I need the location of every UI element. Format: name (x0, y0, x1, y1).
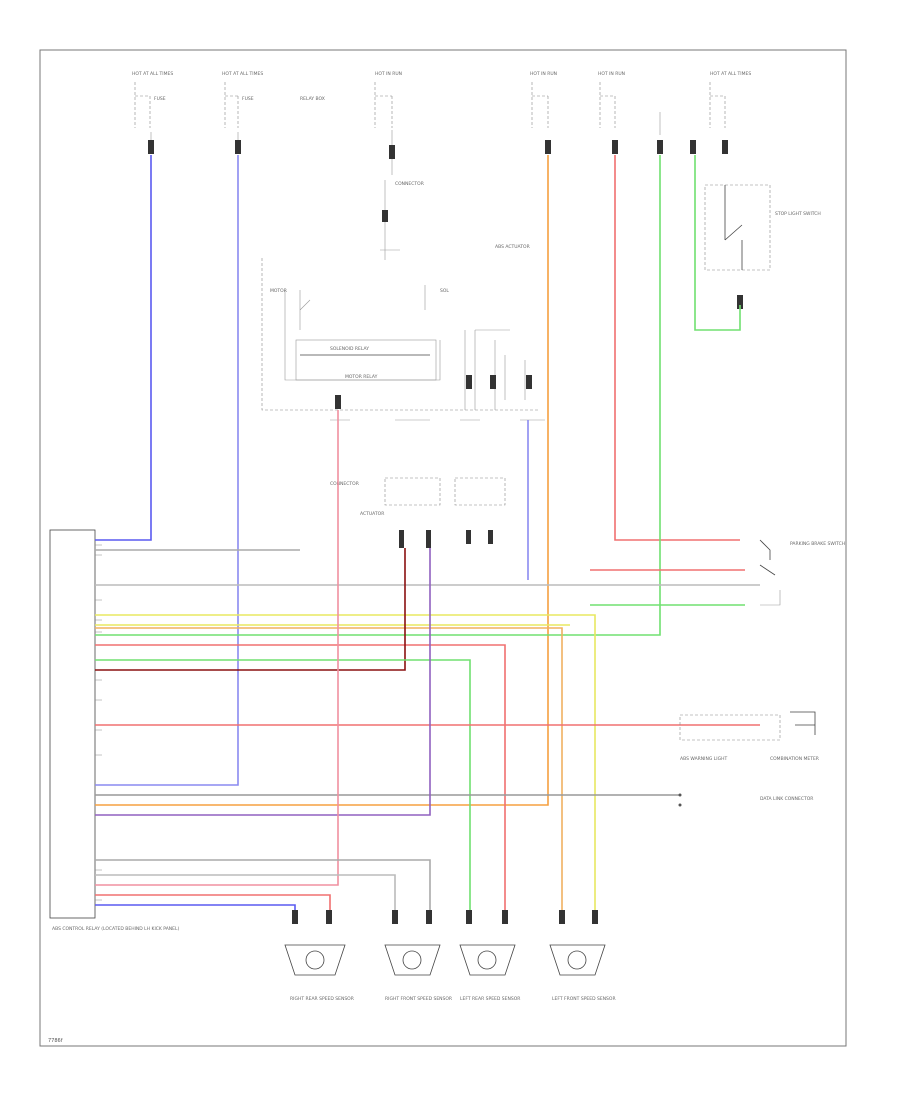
sensor-lr-label: LEFT REAR SPEED SENSOR (460, 996, 520, 1002)
svg-text:MOTOR: MOTOR (270, 288, 287, 294)
motor-label: MOTOR RELAY (345, 374, 378, 380)
wires (95, 155, 760, 915)
fuse-label-2: HOT AT ALL TIMES (222, 71, 263, 77)
svg-text:CONNECTOR: CONNECTOR (395, 181, 424, 187)
fuse-label-4: HOT IN RUN (530, 71, 557, 77)
sensor-rr-label: RIGHT REAR SPEED SENSOR (290, 996, 354, 1002)
dlc-label: DATA LINK CONNECTOR (760, 796, 813, 802)
fuse-label-6: HOT AT ALL TIMES (710, 71, 751, 77)
actuator-label: ABS ACTUATOR (495, 244, 530, 250)
figure-id: 7786f (48, 1038, 63, 1044)
svg-text:FUSE: FUSE (242, 96, 254, 102)
fuse-label-3: HOT IN RUN (375, 71, 402, 77)
fuse-label-1: HOT AT ALL TIMES (132, 71, 173, 77)
actuator-connectors: CONNECTOR ACTUATOR (330, 477, 506, 548)
svg-text:CONNECTOR: CONNECTOR (330, 481, 359, 487)
svg-text:RELAY BOX: RELAY BOX (300, 96, 325, 102)
sensor-right-rear: RIGHT REAR SPEED SENSOR (284, 910, 354, 1002)
warning-light: ABS WARNING LIGHT COMBINATION METER (679, 711, 819, 762)
ecu-label: ABS CONTROL RELAY (LOCATED BEHIND LH KIC… (52, 926, 180, 932)
sensor-lf-label: LEFT FRONT SPEED SENSOR (552, 996, 616, 1002)
abs-actuator: SOLENOID RELAY MOTOR RELAY MOTOR SOL ABS… (261, 244, 545, 421)
connector-pin (148, 140, 154, 154)
abs-ecu: ABS CONTROL RELAY (LOCATED BEHIND LH KIC… (49, 529, 180, 932)
svg-text:FUSE: FUSE (154, 96, 166, 102)
svg-text:ACTUATOR: ACTUATOR (360, 511, 384, 517)
sensor-left-rear: LEFT REAR SPEED SENSOR (459, 910, 520, 1002)
ecu-box (49, 529, 96, 919)
brake-switch-label: PARKING BRAKE SWITCH (790, 541, 845, 547)
solenoid-label: SOLENOID RELAY (330, 346, 369, 352)
brake-switch: PARKING BRAKE SWITCH (759, 539, 845, 606)
fuse-group: HOT AT ALL TIMES FUSE HOT AT ALL TIMES F… (132, 71, 751, 260)
sensor-left-front: LEFT FRONT SPEED SENSOR (549, 910, 616, 1002)
svg-text:COMBINATION METER: COMBINATION METER (770, 756, 819, 762)
sensor-right-front: RIGHT FRONT SPEED SENSOR (384, 910, 452, 1002)
data-link-connector: DATA LINK CONNECTOR (678, 793, 813, 807)
stop-switch-label: STOP LIGHT SWITCH (775, 211, 821, 217)
speed-sensors: RIGHT REAR SPEED SENSOR RIGHT FRONT SPEE… (284, 910, 616, 1002)
diagram-frame (39, 49, 847, 1047)
warning-label: ABS WARNING LIGHT (680, 756, 727, 762)
svg-text:SOL: SOL (440, 288, 449, 294)
fuse-label-5: HOT IN RUN (598, 71, 625, 77)
sensor-rf-label: RIGHT FRONT SPEED SENSOR (385, 996, 452, 1002)
stop-light-switch: STOP LIGHT SWITCH (704, 184, 821, 309)
